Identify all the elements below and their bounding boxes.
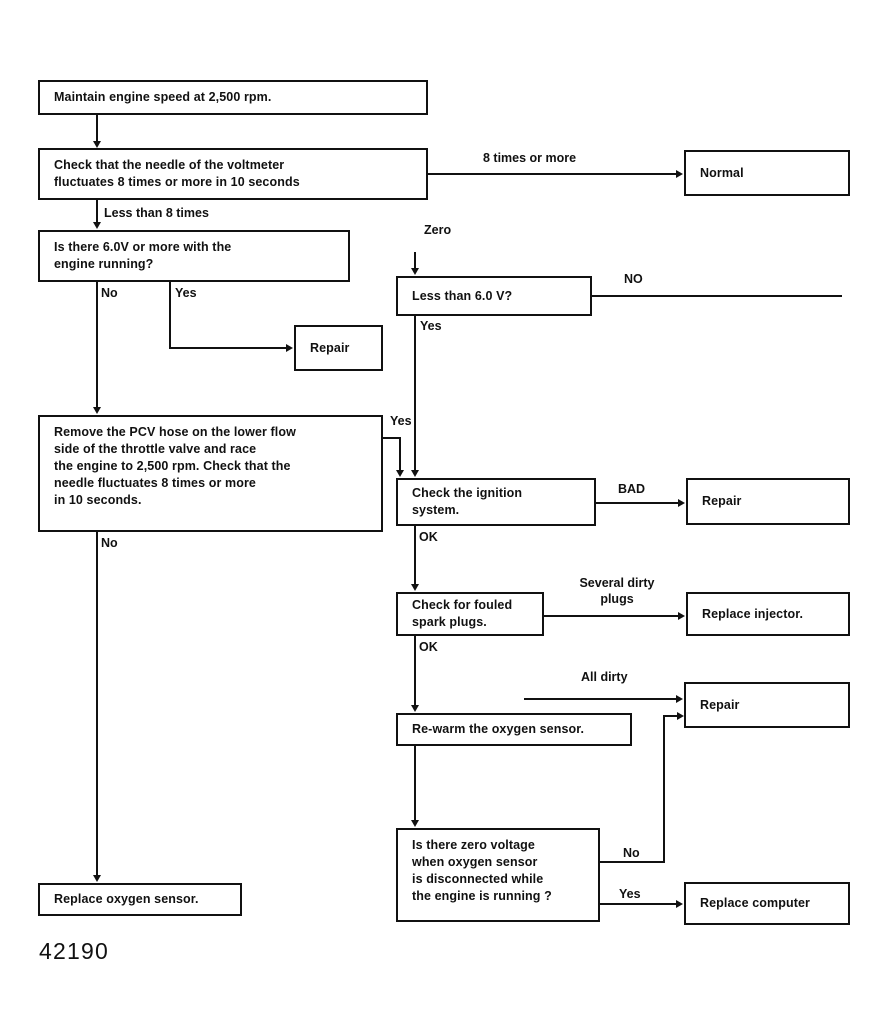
edge-label-no-upper: NO: [624, 272, 643, 286]
connector-ignition-bad: [596, 502, 678, 504]
node-remove-pcv-hose: Remove the PCV hose on the lower flow si…: [38, 415, 383, 532]
connector-plugs-ok-down: [414, 636, 416, 705]
connector-lessthan6v-no: [592, 295, 842, 297]
arrowhead-replace-oxygen-sensor: [93, 875, 101, 882]
arrowhead-check-ignition-from-yes: [411, 470, 419, 477]
edge-label-yes-pcv: Yes: [390, 414, 412, 428]
node-zero-voltage-question: Is there zero voltage when oxygen sensor…: [396, 828, 600, 922]
arrowhead-is-there-6v: [93, 222, 101, 229]
arrowhead-check-needle: [93, 141, 101, 148]
node-repair-2: Repair: [686, 478, 850, 525]
edge-label-zero: Zero: [424, 223, 452, 237]
connector-rewarm-to-question: [414, 746, 416, 820]
connector-question-yes: [600, 903, 676, 905]
connector-pcv-yes-down: [399, 437, 401, 470]
node-rewarm-oxygen-sensor: Re-warm the oxygen sensor.: [396, 713, 632, 746]
edge-label-less-than-8-times: Less than 8 times: [104, 206, 209, 220]
edge-label-no-bottom: No: [623, 846, 640, 860]
connector-plugs-several-dirty: [544, 615, 678, 617]
edge-label-bad: BAD: [618, 482, 646, 496]
arrowhead-remove-pcv: [93, 407, 101, 414]
connector-lessthan6v-yes-down: [414, 316, 416, 470]
node-check-ignition-system: Check the ignition system.: [396, 478, 596, 526]
edge-label-yes-2: Yes: [420, 319, 442, 333]
arrowhead-normal: [676, 170, 683, 178]
arrowhead-zero-voltage-question: [411, 820, 419, 827]
connector-ignition-ok-down: [414, 526, 416, 584]
edge-label-ok-1: OK: [419, 530, 438, 544]
connector-pcv-yes-right: [383, 437, 401, 439]
plate-id: 42190: [39, 938, 109, 964]
connector-question-no-right: [600, 861, 665, 863]
edge-label-no-pcv: No: [101, 536, 118, 550]
node-maintain-engine-speed: Maintain engine speed at 2,500 rpm.: [38, 80, 428, 115]
edge-label-several-dirty-plugs: Several dirty plugs: [579, 576, 655, 606]
node-replace-oxygen-sensor: Replace oxygen sensor.: [38, 883, 242, 916]
node-check-needle-voltmeter: Check that the needle of the voltmeter f…: [38, 148, 428, 200]
connector-6v-yes-down: [169, 282, 171, 348]
arrowhead-repair-3-all-dirty: [676, 695, 683, 703]
connector-all-dirty: [524, 698, 676, 700]
connector-maintain-to-check: [96, 115, 98, 141]
edge-label-no-1: No: [101, 286, 118, 300]
node-is-there-6v: Is there 6.0V or more with the engine ru…: [38, 230, 350, 282]
arrowhead-repair-2: [678, 499, 685, 507]
arrowhead-repair-1: [286, 344, 293, 352]
connector-pcv-no-down: [96, 532, 98, 875]
node-repair-1: Repair: [294, 325, 383, 371]
edge-label-ok-2: OK: [419, 640, 438, 654]
arrowhead-check-fouled-plugs: [411, 584, 419, 591]
arrowhead-rewarm-sensor: [411, 705, 419, 712]
node-normal: Normal: [684, 150, 850, 196]
connector-check-to-normal: [428, 173, 676, 175]
node-less-than-6v: Less than 6.0 V?: [396, 276, 592, 316]
edge-label-yes-bottom: Yes: [619, 887, 641, 901]
arrowhead-replace-computer: [676, 900, 683, 908]
connector-6v-no-down: [96, 282, 98, 407]
connector-zero-to-lessthan6v: [414, 252, 416, 268]
node-check-fouled-spark-plugs: Check for fouled spark plugs.: [396, 592, 544, 636]
node-replace-injector: Replace injector.: [686, 592, 850, 636]
arrowhead-check-ignition-from-pcv: [396, 470, 404, 477]
connector-question-no-up: [663, 717, 665, 863]
node-repair-3: Repair: [684, 682, 850, 728]
connector-question-no-into-repair: [663, 715, 677, 717]
connector-check-to-6v: [96, 200, 98, 222]
connector-6v-yes-right: [169, 347, 286, 349]
arrowhead-less-than-6v: [411, 268, 419, 275]
edge-label-yes-1: Yes: [175, 286, 197, 300]
arrowhead-replace-injector: [678, 612, 685, 620]
node-replace-computer: Replace computer: [684, 882, 850, 925]
arrowhead-repair-3-no: [677, 712, 684, 720]
edge-label-all-dirty: All dirty: [581, 670, 628, 684]
edge-label-eight-times-or-more: 8 times or more: [483, 151, 577, 165]
